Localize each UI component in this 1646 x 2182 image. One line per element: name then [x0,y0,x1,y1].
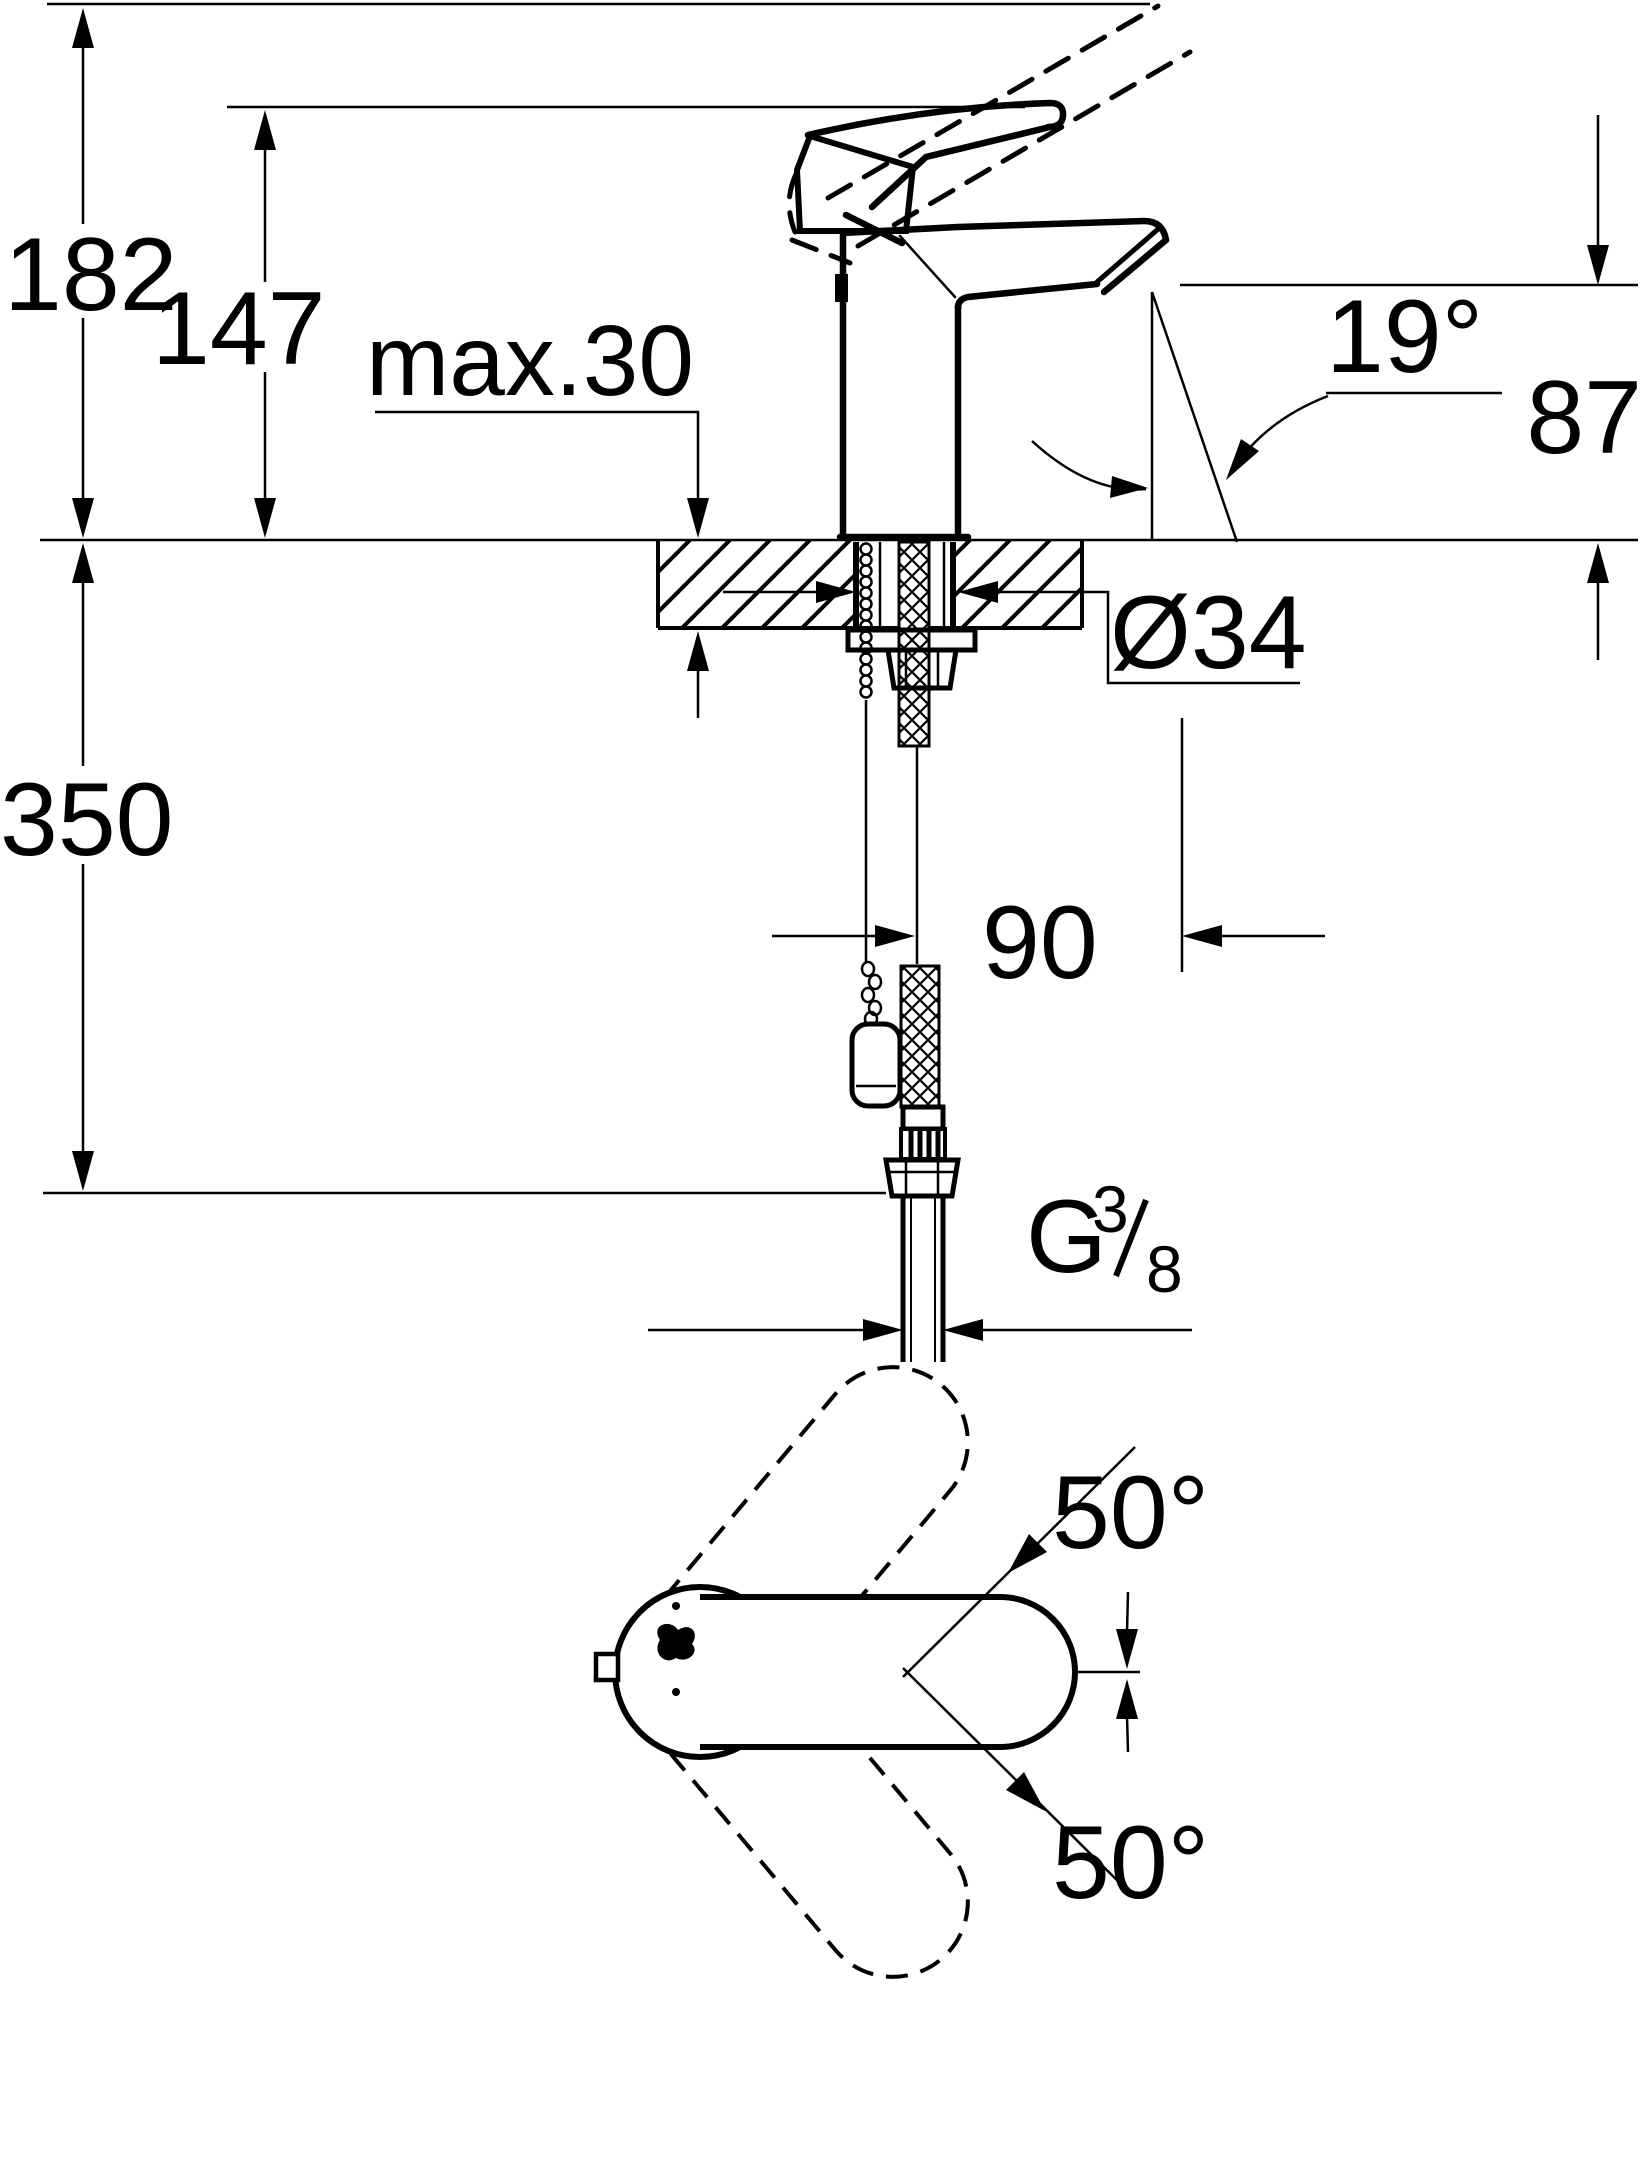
lever-raised-dashed [786,3,1193,266]
faucet-side-view [786,3,1193,541]
dimension-182 [72,8,94,538]
handle-front-notch [593,1651,621,1683]
hose-nut [883,1157,961,1199]
braided-hose-upper [897,540,931,748]
dimension-max30 [375,410,709,718]
handle-top-view: 50° 50° [593,1365,1209,1979]
dimension-19deg [1031,291,1502,543]
label-spout-reach: 90 [982,885,1098,1001]
label-height-closed: 147 [152,271,326,387]
aerator-face [1100,236,1170,296]
handle-logo-mark [657,1623,695,1661]
handle-lever-top [700,1594,1078,1750]
hose-collar [900,1104,946,1132]
label-hose-length: 350 [0,762,174,878]
label-hole-diameter: Ø34 [1110,575,1307,691]
braided-hose-lower [899,964,941,1109]
label-thread-denominator: 8 [1146,1232,1183,1306]
label-outlet-height: 87 [1526,360,1642,476]
handle-dot-bottom [672,1688,680,1696]
cartridge-cap [793,132,917,234]
spout-top-edge [839,217,1170,244]
hose-ribs [899,1127,947,1161]
g38-tube [900,1196,946,1362]
label-spout-angle: 19° [1326,279,1483,395]
mounting-deck [656,540,1084,630]
mounting-nut [885,647,959,691]
label-thread-letter: G [1026,1179,1107,1295]
spout-underside [954,280,1101,312]
dimension-350 [72,543,94,1191]
temperature-limiter-button [835,274,848,302]
drain-plug [849,1021,903,1109]
dimension-g38 [648,1198,1192,1341]
dimension-50-upper [902,1446,1138,1678]
lever-handle [804,99,1067,139]
plug-chain [859,542,883,1028]
shank-and-hoses [845,540,978,1362]
label-swivel-upper: 50° [1052,1455,1209,1571]
label-height-open: 182 [4,217,178,333]
dimension-147 [254,110,276,538]
reference-lines [40,2,1638,1195]
label-deck-thickness: max.30 [366,305,694,417]
dimension-50-lower [902,1667,1138,1899]
dimension-87 [1587,115,1609,660]
dimension-90 [772,718,1325,972]
handle-dot-top [672,1602,680,1610]
label-thread-numerator: 3 [1092,1172,1129,1246]
label-swivel-lower: 50° [1052,1805,1209,1921]
